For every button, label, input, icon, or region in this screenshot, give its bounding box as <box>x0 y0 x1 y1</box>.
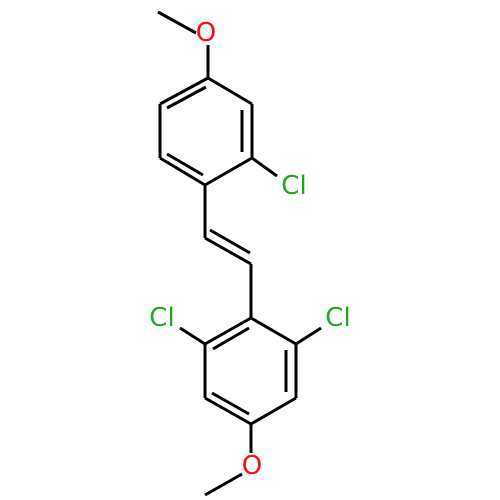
upper-ring-bond-4 <box>159 156 206 187</box>
chlorine-lower-right-label: Cl <box>325 303 350 333</box>
chlorine-lower-left-label: Cl <box>149 303 174 333</box>
chlorine-upper-ring-label: Cl <box>281 171 306 201</box>
lower-ring-bond-6 <box>204 316 252 346</box>
upper-c-cl-bond <box>251 156 278 178</box>
vinylene-linker <box>203 185 253 318</box>
lower-ring-bond-6-inner <box>212 326 250 351</box>
lower-ring-bond-4 <box>204 396 252 426</box>
top-methoxy-bonds <box>157 10 210 78</box>
methyl-o-bond-top <box>157 10 197 35</box>
upper-ring-bond-3 <box>204 156 253 187</box>
lower-left-c-cl-bond <box>179 326 206 346</box>
lower-ring-bond-4-inner <box>211 391 250 416</box>
lower-benzene-ring <box>203 316 298 426</box>
lower-right-c-cl-bond <box>295 326 322 346</box>
o-methyl-bond-bottom <box>204 472 243 497</box>
upper-ring-bond-1 <box>207 76 253 106</box>
methoxy-oxygen-bottom-label: O <box>242 451 262 481</box>
vinyl-double-bond-outer <box>204 236 252 266</box>
methoxy-oxygen-top-label: O <box>196 18 216 48</box>
upper-ring-bond-6 <box>159 76 209 106</box>
vinyl-double-bond-inner <box>209 228 251 255</box>
upper-ring-bond-4-inner <box>166 152 204 177</box>
lower-ring-bond-3 <box>250 396 297 426</box>
upper-ring-bond-6-inner <box>166 85 207 110</box>
upper-benzene-ring <box>158 76 254 187</box>
lower-ring-bond-1 <box>250 316 297 346</box>
bottom-methoxy-bonds <box>204 424 253 497</box>
